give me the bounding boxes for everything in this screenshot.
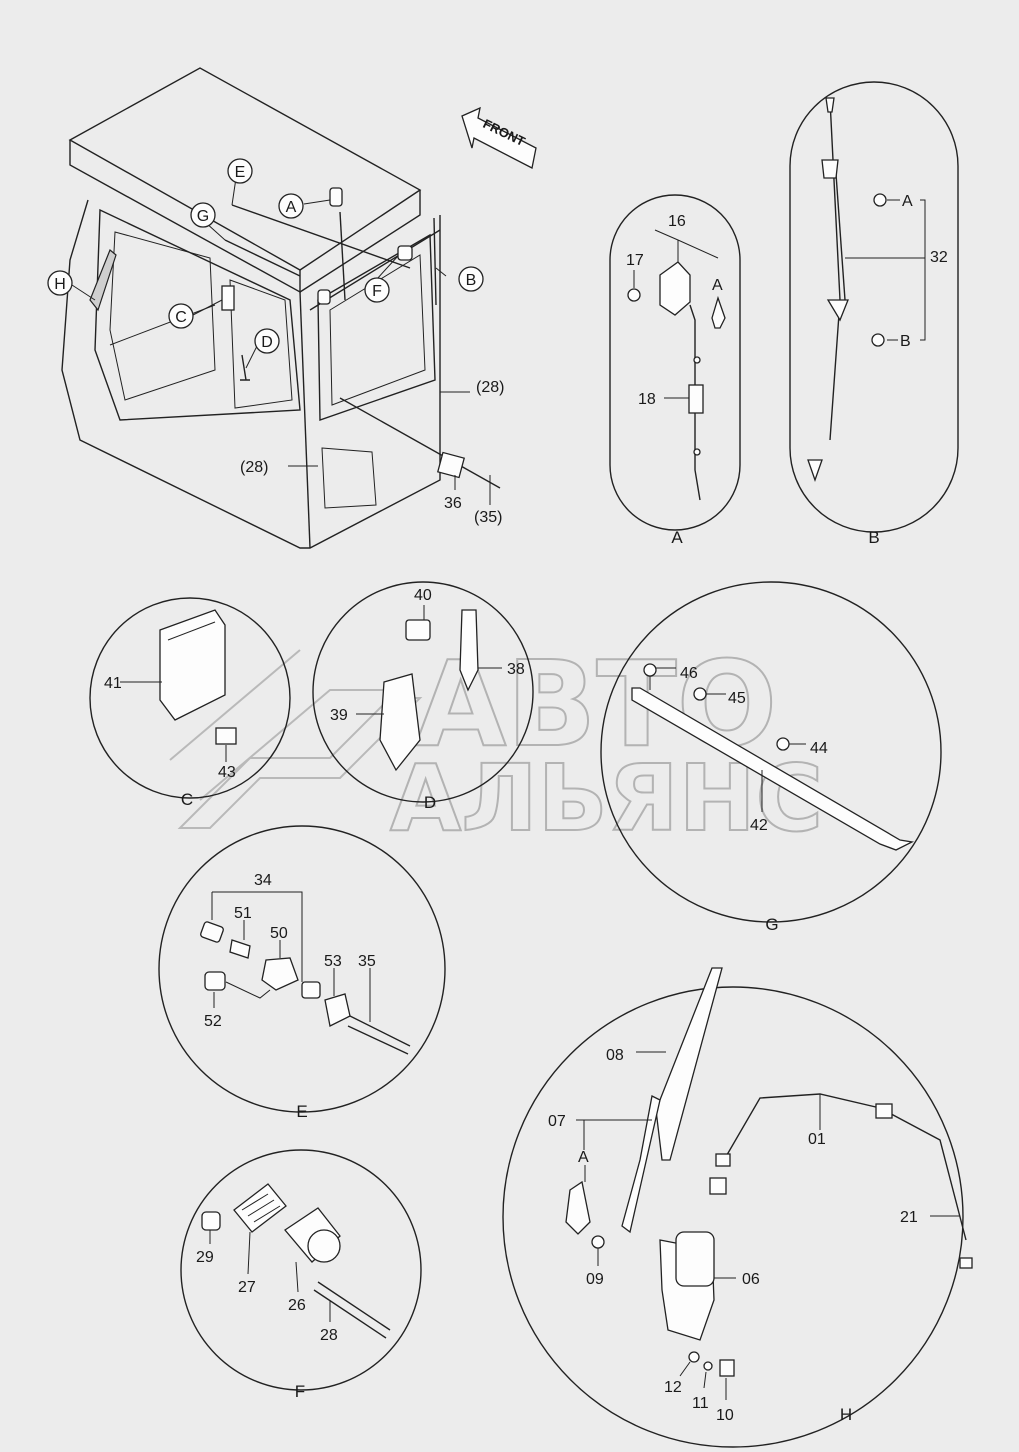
label-28-right: (28) (476, 379, 504, 396)
callout-B: B (458, 266, 484, 292)
detail-E-label-51: 51 (234, 905, 252, 922)
detail-F-label-26: 26 (288, 1297, 306, 1314)
detail-F-label-29: 29 (196, 1249, 214, 1266)
detail-E-label-35: 35 (358, 953, 376, 970)
detail-G: 46 45 44 42 G (600, 581, 942, 934)
detail-G-label-46: 46 (680, 665, 698, 682)
detail-E-label-52: 52 (204, 1013, 222, 1030)
detail-B-caption: B (868, 528, 879, 547)
detail-H-label-11: 11 (692, 1395, 709, 1412)
detail-H-caption: H (840, 1405, 852, 1424)
label-35: (35) (474, 509, 502, 526)
detail-E-label-50: 50 (270, 925, 288, 942)
detail-E-label-53: 53 (324, 953, 342, 970)
detail-H-label-A: A (578, 1149, 589, 1166)
detail-H-label-21: 21 (900, 1209, 918, 1226)
detail-A: 16 17 A 18 A (609, 194, 741, 547)
detail-H-label-09: 09 (586, 1271, 604, 1288)
detail-G-label-42: 42 (750, 817, 768, 834)
detail-F-caption: F (295, 1382, 305, 1401)
detail-D-label-38: 38 (507, 661, 525, 678)
detail-A-label-16: 16 (668, 213, 686, 230)
callout-D: D (254, 328, 280, 354)
detail-D-label-39: 39 (330, 707, 348, 724)
detail-D-caption: D (424, 793, 436, 812)
detail-B-label-A: A (902, 193, 913, 210)
detail-D-label-40: 40 (414, 587, 432, 604)
detail-A-label-18: 18 (638, 391, 656, 408)
detail-E-label-34: 34 (254, 872, 272, 889)
callout-D-label: D (261, 334, 273, 351)
callout-E-label: E (235, 164, 246, 181)
detail-B-label-32: 32 (930, 249, 948, 266)
detail-G-label-45: 45 (728, 690, 746, 707)
label-28-left: (28) (240, 459, 268, 476)
detail-C-label-41: 41 (104, 675, 122, 692)
detail-H: 08 07 A 01 21 09 06 12 11 10 H (502, 967, 973, 1448)
callout-F: F (364, 277, 390, 303)
detail-E: 34 51 50 53 35 52 E (158, 825, 446, 1121)
detail-A-caption: A (671, 528, 683, 547)
callout-F-label: F (372, 283, 382, 300)
detail-D: 40 38 39 D (312, 581, 534, 812)
callout-A-label: A (286, 199, 297, 216)
detail-A-label-17: 17 (626, 252, 644, 269)
detail-H-label-06: 06 (742, 1271, 760, 1288)
callout-C: C (168, 303, 194, 329)
detail-H-label-10: 10 (716, 1407, 734, 1424)
front-arrow: FRONT (461, 106, 537, 169)
detail-B-label-B: B (900, 333, 911, 350)
detail-F: 29 27 26 28 F (180, 1149, 422, 1401)
callout-H: H (47, 270, 73, 296)
detail-B: A 32 B B (789, 81, 959, 547)
callout-G: G (190, 202, 216, 228)
cab-main-view (61, 67, 501, 549)
detail-F-label-27: 27 (238, 1279, 256, 1296)
label-36: 36 (444, 495, 462, 512)
detail-H-label-01: 01 (808, 1131, 826, 1148)
callout-E: E (227, 158, 253, 184)
callout-A: A (278, 193, 304, 219)
detail-E-caption: E (296, 1102, 307, 1121)
detail-G-caption: G (765, 915, 778, 934)
detail-C-label-43: 43 (218, 764, 236, 781)
detail-F-label-28: 28 (320, 1327, 338, 1344)
detail-A-label-A: A (712, 277, 723, 294)
detail-H-label-12: 12 (664, 1379, 682, 1396)
callout-C-label: C (175, 309, 187, 326)
detail-G-label-44: 44 (810, 740, 828, 757)
callout-G-label: G (197, 208, 209, 225)
detail-H-label-07: 07 (548, 1113, 566, 1130)
callout-B-label: B (466, 272, 477, 289)
detail-C-caption: C (181, 790, 193, 809)
callout-H-label: H (54, 276, 66, 293)
detail-H-label-08: 08 (606, 1047, 624, 1064)
detail-C: 41 43 C (89, 597, 291, 809)
